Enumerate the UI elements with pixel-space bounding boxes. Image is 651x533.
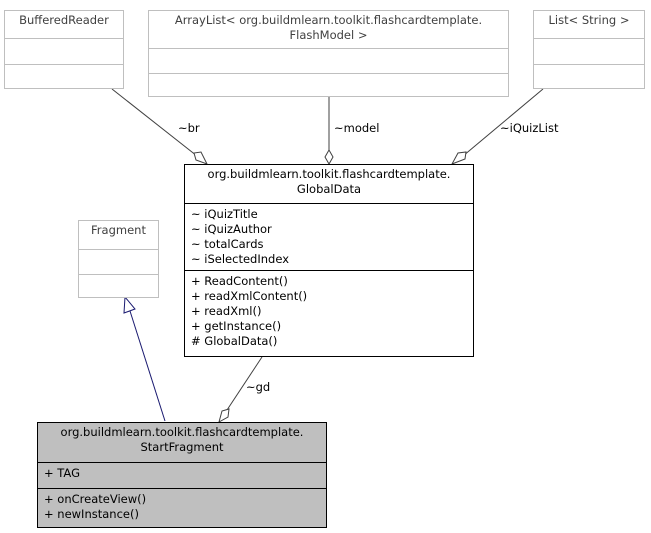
edge-label-model: ~model xyxy=(334,121,380,135)
operations-compartment: + onCreateView() + newInstance() xyxy=(38,488,326,529)
edge-label-br: ~br xyxy=(178,121,200,135)
class-start-fragment[interactable]: org.buildmlearn.toolkit.flashcardtemplat… xyxy=(37,422,327,528)
operations-compartment xyxy=(534,64,644,90)
attributes-compartment xyxy=(534,38,644,64)
operations-compartment xyxy=(149,73,508,98)
class-buffered-reader[interactable]: BufferedReader xyxy=(4,10,124,89)
attribute: ~ iQuizTitle xyxy=(191,207,258,221)
class-global-data[interactable]: org.buildmlearn.toolkit.flashcardtemplat… xyxy=(184,164,474,357)
attribute: ~ iQuizAuthor xyxy=(191,222,272,236)
edge-label-gd: ~gd xyxy=(246,380,271,394)
operation: # GlobalData() xyxy=(191,334,278,348)
edge-iquizlist-line xyxy=(462,88,544,157)
edge-label-iquizlist: ~iQuizList xyxy=(500,121,559,135)
edge-iquizlist-diamond xyxy=(450,151,467,165)
edge-inherit-arrowhead xyxy=(123,295,136,314)
attributes-compartment xyxy=(79,249,158,274)
class-name: ArrayList< org.buildmlearn.toolkit.flash… xyxy=(174,13,483,42)
edge-inherit-line xyxy=(129,310,166,422)
operation: + readXmlContent() xyxy=(191,289,308,303)
attribute: ~ totalCards xyxy=(191,237,264,251)
class-name: BufferedReader xyxy=(19,13,109,27)
edge-br-line xyxy=(111,88,198,157)
class-name: org.buildmlearn.toolkit.flashcardtemplat… xyxy=(60,425,304,454)
class-list-string[interactable]: List< String > xyxy=(533,10,645,89)
operations-compartment xyxy=(5,64,123,90)
attributes-compartment: ~ iQuizTitle ~ iQuizAuthor ~ totalCards … xyxy=(185,203,473,270)
attribute: ~ iSelectedIndex xyxy=(191,252,289,266)
edge-model-diamond xyxy=(324,148,334,166)
operation: + getInstance() xyxy=(191,319,282,333)
class-name: org.buildmlearn.toolkit.flashcardtemplat… xyxy=(207,167,451,196)
attributes-compartment xyxy=(149,48,508,73)
edge-gd-line xyxy=(226,356,263,411)
operation: + onCreateView() xyxy=(44,492,147,506)
edge-br-diamond xyxy=(193,151,209,165)
operations-compartment xyxy=(79,274,158,299)
operation: + newInstance() xyxy=(44,507,139,521)
class-name: List< String > xyxy=(548,13,630,27)
edge-gd-diamond xyxy=(218,408,230,424)
attributes-compartment: + TAG xyxy=(38,462,326,488)
class-fragment[interactable]: Fragment xyxy=(78,220,159,298)
attribute: + TAG xyxy=(44,466,80,480)
operation: + ReadContent() xyxy=(191,274,288,288)
class-name: Fragment xyxy=(91,223,146,237)
operation: + readXml() xyxy=(191,304,262,318)
operations-compartment: + ReadContent() + readXmlContent() + rea… xyxy=(185,270,473,356)
class-array-list-flash-model[interactable]: ArrayList< org.buildmlearn.toolkit.flash… xyxy=(148,10,509,97)
attributes-compartment xyxy=(5,38,123,64)
